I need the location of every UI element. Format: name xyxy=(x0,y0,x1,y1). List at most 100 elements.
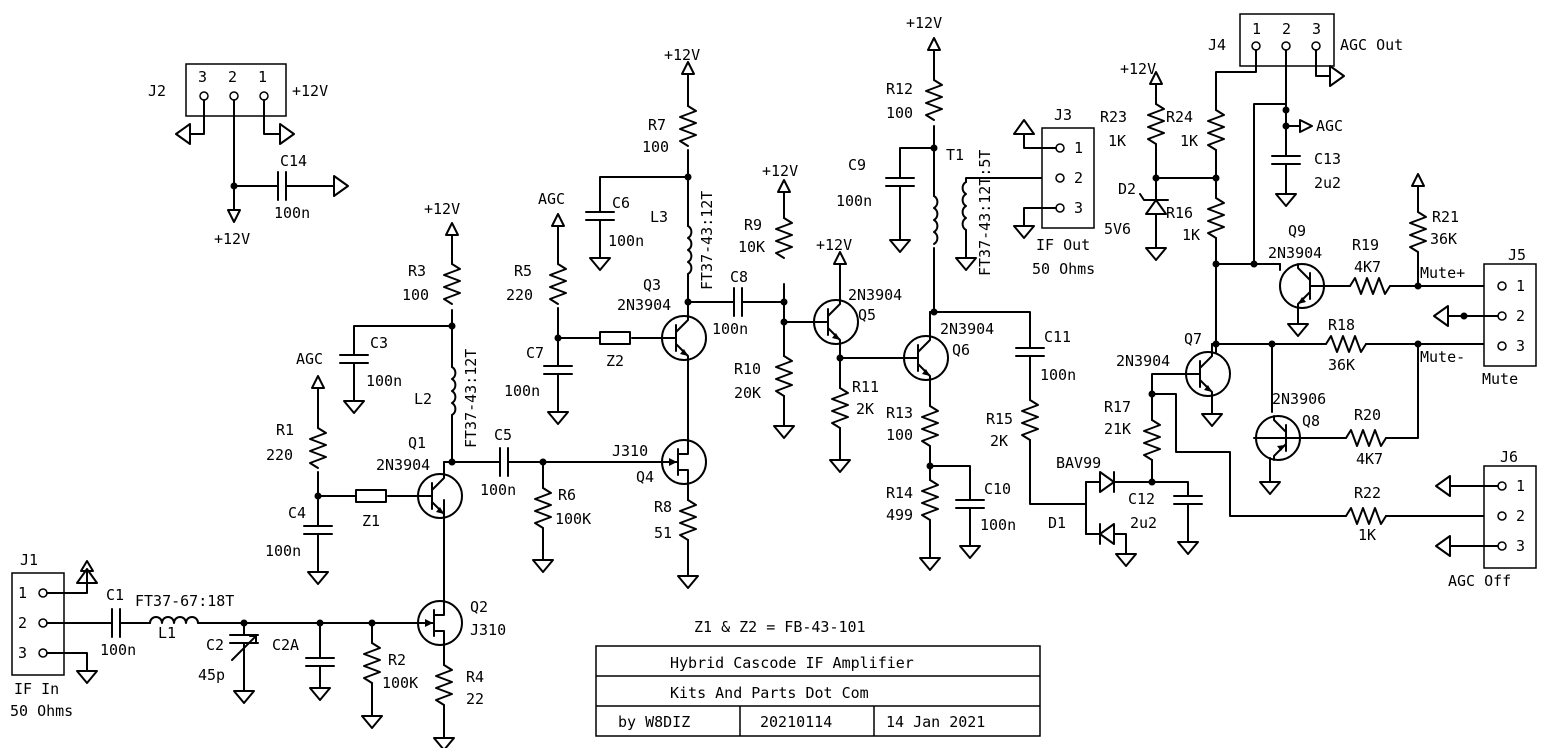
q4-ref: Q4 xyxy=(636,468,654,486)
j3-caption-2: 50 Ohms xyxy=(1032,260,1095,278)
j1-pin-2: 2 xyxy=(18,614,27,632)
r18-ref: R18 xyxy=(1328,316,1355,334)
r1-agc-label: AGC xyxy=(296,350,323,368)
j5-pin-2: 2 xyxy=(1516,307,1525,325)
j1-connector: J1 1 2 3 IF In 50 Ohms xyxy=(10,551,98,720)
j2-rail-label: +12V xyxy=(214,230,250,248)
q2-ref: Q2 xyxy=(470,598,488,616)
j4-ref: J4 xyxy=(1208,36,1226,54)
t1-ref: T1 xyxy=(946,146,964,164)
c3-ref: C3 xyxy=(370,334,388,352)
r24-ref: R24 xyxy=(1166,108,1193,126)
q5-value: 2N3904 xyxy=(848,286,902,304)
j3-pin-3: 3 xyxy=(1074,199,1083,217)
r7-supply: +12V xyxy=(664,46,700,64)
j4-pin-2: 2 xyxy=(1282,20,1291,38)
r2-value: 100K xyxy=(382,674,418,692)
r1-value: 220 xyxy=(266,446,293,464)
mute-minus-label: Mute- xyxy=(1420,348,1465,366)
c12-ref: C12 xyxy=(1128,490,1155,508)
c6-ref: C6 xyxy=(612,194,630,212)
j6-caption: AGC Off xyxy=(1448,572,1511,590)
j3-ref: J3 xyxy=(1054,106,1072,124)
l3-value: FT37-43:12T xyxy=(698,191,716,290)
j3-caption-1: IF Out xyxy=(1036,236,1090,254)
r4-ref: R4 xyxy=(466,668,484,686)
d1-ref: D1 xyxy=(1048,514,1066,532)
c9-value: 100n xyxy=(836,192,872,210)
j5-caption: Mute xyxy=(1482,370,1518,388)
r23-supply: +12V xyxy=(1120,60,1156,78)
r18-value: 36K xyxy=(1328,356,1355,374)
r3-value: 100 xyxy=(402,286,429,304)
j5-pin-3: 3 xyxy=(1516,337,1525,355)
j5-ref: J5 xyxy=(1508,246,1526,264)
r3-ref: R3 xyxy=(408,262,426,280)
c2-value: 45p xyxy=(198,666,225,684)
c6-value: 100n xyxy=(608,232,644,250)
r15-ref: R15 xyxy=(986,410,1013,428)
r11-ref: R11 xyxy=(852,378,879,396)
c2-ref: C2 xyxy=(206,636,224,654)
r10-ref: R10 xyxy=(734,360,761,378)
j3-connector: 1 2 3 J3 IF Out 50 Ohms xyxy=(1013,106,1095,278)
j6-pin-2: 2 xyxy=(1516,507,1525,525)
title-block-date: 14 Jan 2021 xyxy=(886,713,985,731)
j6-connector: 1 2 3 J6 AGC Off xyxy=(1435,448,1537,590)
q7-ref: Q7 xyxy=(1184,330,1202,348)
q9-ref: Q9 xyxy=(1288,222,1306,240)
c4-value: 100n xyxy=(265,542,301,560)
j6-pin-3: 3 xyxy=(1516,537,1525,555)
r20-ref: R20 xyxy=(1354,406,1381,424)
j3-pin-1: 1 xyxy=(1074,139,1083,157)
r23-value: 1K xyxy=(1108,132,1126,150)
q8-value: 2N3906 xyxy=(1272,390,1326,408)
r19-ref: R19 xyxy=(1352,236,1379,254)
c7-ref: C7 xyxy=(526,344,544,362)
j4-pin-1: 1 xyxy=(1252,20,1261,38)
j6-ref: J6 xyxy=(1500,448,1518,466)
c14-ref: C14 xyxy=(280,152,307,170)
r14-ref: R14 xyxy=(886,484,913,502)
agc-out-label: AGC xyxy=(1316,117,1343,135)
r22-ref: R22 xyxy=(1354,484,1381,502)
q5-supply: +12V xyxy=(816,236,852,254)
r2-ref: R2 xyxy=(388,651,406,669)
c9-ref: C9 xyxy=(848,156,866,174)
r1-ref: R1 xyxy=(276,421,294,439)
c1-ref: C1 xyxy=(106,586,124,604)
r5-value: 220 xyxy=(506,286,533,304)
q9-value: 2N3904 xyxy=(1268,244,1322,262)
r12-value: 100 xyxy=(886,104,913,122)
j1-caption-1: IF In xyxy=(14,680,59,698)
r20-value: 4K7 xyxy=(1356,450,1383,468)
r19-value: 4K7 xyxy=(1354,258,1381,276)
j1-ref: J1 xyxy=(20,551,38,569)
r10-value: 20K xyxy=(734,384,761,402)
q2-value: J310 xyxy=(470,621,506,639)
c10-value: 100n xyxy=(980,516,1016,534)
j2-supply: +12V xyxy=(292,82,328,100)
r21-value: 36K xyxy=(1430,230,1457,248)
q7-value: 2N3904 xyxy=(1116,352,1170,370)
r16-ref: R16 xyxy=(1166,204,1193,222)
r17-value: 21K xyxy=(1104,420,1131,438)
l1-ref: L1 xyxy=(158,624,176,642)
r8-ref: R8 xyxy=(654,498,672,516)
c8-value: 100n xyxy=(712,320,748,338)
c1-value: 100n xyxy=(100,641,136,659)
r17-ref: R17 xyxy=(1104,398,1131,416)
j5-connector: 1 2 3 J5 Mute xyxy=(1433,246,1537,388)
q6-ref: Q6 xyxy=(952,341,970,359)
title-block: Hybrid Cascode IF Amplifier Kits And Par… xyxy=(595,645,1041,737)
c13-ref: C13 xyxy=(1314,150,1341,168)
z2-ref: Z2 xyxy=(606,352,624,370)
q4-value: J310 xyxy=(612,442,648,460)
r8-value: 51 xyxy=(654,524,672,542)
r5-ref: R5 xyxy=(514,262,532,280)
r16-value: 1K xyxy=(1182,226,1200,244)
d2-ref: D2 xyxy=(1118,180,1136,198)
j4-connector: 1 2 3 J4 AGC Out xyxy=(1208,13,1403,111)
j4-pin-3: 3 xyxy=(1312,20,1321,38)
